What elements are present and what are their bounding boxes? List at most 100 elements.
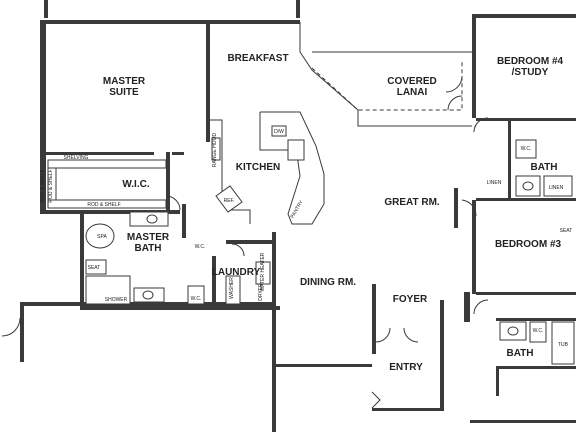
wall-wic-top-right (172, 152, 184, 155)
doors (1, 75, 489, 409)
wall-bottom-right (470, 420, 576, 423)
wic-shelving (47, 159, 167, 209)
garage-door (1, 317, 21, 337)
lower-tub (551, 321, 575, 365)
lanai-door-1 (445, 75, 463, 93)
laundry-door (231, 243, 245, 257)
refrigerator (215, 185, 243, 213)
breakfast-label: BREAKFAST (227, 53, 288, 64)
lower-wc (529, 321, 547, 343)
spa-tub (85, 223, 115, 249)
master-bath-line2: BATH (134, 243, 161, 254)
lanai-door-2 (447, 95, 463, 111)
wc-label-4: W.C. (195, 244, 206, 250)
bedroom4-door (473, 117, 489, 133)
range-hood (211, 137, 221, 161)
foyer-label: FOYER (393, 294, 428, 305)
range-hood-label: RANGE HOOD (212, 133, 218, 168)
spa-label: SPA (97, 234, 107, 240)
wall-laundry-right (272, 232, 276, 308)
kitchen-sink (287, 139, 305, 161)
water-heater-box (255, 261, 271, 285)
master-suite-line1: MASTER (103, 76, 146, 87)
entry-step (371, 391, 381, 409)
bedroom4-line1: BEDROOM #4 (497, 56, 564, 67)
kitchen-label: KITCHEN (236, 162, 280, 173)
wc-label-1: W.C. (191, 296, 202, 302)
wall-garage-right (272, 306, 276, 432)
master-wc (187, 285, 205, 305)
bath-fixtures (85, 139, 575, 365)
shower (85, 275, 131, 305)
wall-bath-left (80, 210, 84, 308)
wc-label-2: W.C. (521, 146, 532, 152)
wall-top (44, 20, 300, 24)
bedroom3-label: BEDROOM #3 (495, 239, 562, 250)
wall-top-right-stub (296, 0, 300, 18)
wall-bath-right (182, 204, 186, 238)
lanai-dashed (311, 60, 463, 111)
dw-label: D/W (274, 129, 284, 135)
entry-door-left (375, 327, 391, 343)
lanai-outline (299, 22, 472, 127)
wall-fireplace (454, 188, 458, 228)
linen-label-1: LINEN (487, 180, 502, 186)
dishwasher (271, 125, 287, 137)
rod-shelf-label-3: ROD & SHELF (87, 202, 120, 208)
entry-door-right (403, 327, 419, 343)
wall-foyer-right (464, 292, 470, 322)
dryer-label: DRYER (258, 283, 264, 301)
wall-bedroom4-left (472, 14, 476, 118)
covered-lanai-line1: COVERED (387, 76, 436, 87)
entry-label: ENTRY (389, 362, 423, 373)
wall-bedroom4-bottom (476, 118, 576, 121)
wall-garage-top (22, 302, 276, 306)
wall-wic-top (44, 152, 154, 155)
wall-wic-bottom (40, 210, 180, 214)
washer-dryer-box (225, 275, 241, 305)
wall-bedroom3-left (472, 200, 476, 294)
upper-linen (543, 175, 573, 197)
bath-seat (85, 259, 107, 275)
washer-label: WASHER (229, 277, 235, 299)
upper-sink (522, 181, 534, 191)
great-room-label: GREAT RM. (384, 197, 440, 208)
master-sink-2 (142, 290, 154, 300)
seat-label-2: SEAT (560, 228, 573, 234)
rod-shelf-label-2: ROD & SHELF (40, 169, 46, 202)
wall-closet-left (496, 366, 499, 396)
wall-bath-lower-left (440, 300, 444, 410)
wall-laundry-left (212, 256, 216, 308)
bath-lower-label: BATH (506, 348, 533, 359)
bedroom3-bath-door (473, 299, 489, 315)
bath-upper-label: BATH (530, 162, 557, 173)
wall-wic-left (40, 150, 46, 210)
wall-bath-lower-top (496, 318, 576, 321)
wall-entry-bottom (372, 408, 444, 411)
tub-label: TUB (558, 342, 569, 348)
wall-master-left (40, 20, 46, 150)
bedroom4-line2: /STUDY (512, 67, 549, 78)
wall-wic-right (166, 152, 170, 214)
lanai-walls (299, 22, 472, 127)
shelving (47, 159, 167, 169)
wall-bath-lower-bottom (496, 366, 576, 369)
shelving-label: SHELVING (64, 155, 89, 161)
ref-label: REF. (224, 198, 235, 204)
kitchen-counters (210, 111, 325, 225)
wall-laundry-bottom (80, 306, 280, 310)
lower-sink (507, 326, 519, 336)
shower-label: SHOWER (105, 297, 128, 303)
walls (20, 0, 576, 432)
dining-label: DINING RM. (300, 277, 356, 288)
wc-label-3: W.C. (533, 328, 544, 334)
wall-bath-upper-bottom (476, 198, 576, 201)
wall-laundry-top (226, 240, 276, 244)
upper-wc (515, 139, 537, 159)
wall-breakfast-left (206, 22, 210, 142)
rod-shelf-bottom (47, 199, 167, 209)
wic-door (165, 195, 181, 211)
seat-label-1: SEAT (88, 265, 101, 271)
wall-top-left-stub (44, 0, 48, 18)
